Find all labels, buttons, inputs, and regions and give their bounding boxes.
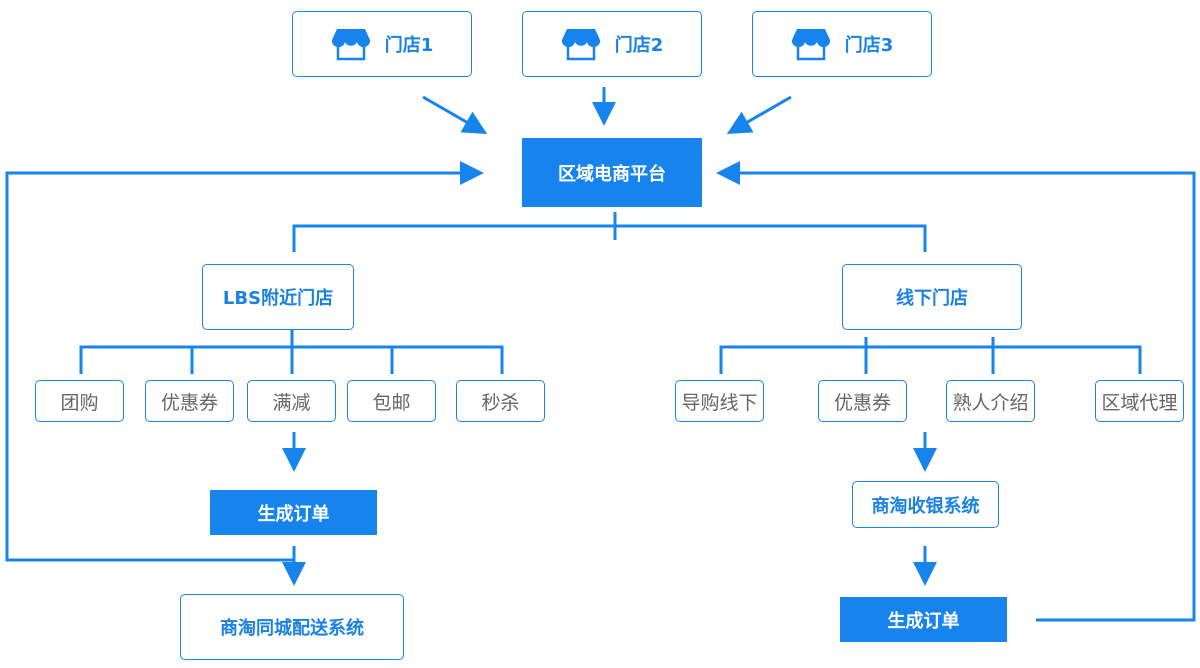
store-node-1[interactable]: 门店1: [292, 11, 472, 77]
left-child-node[interactable]: 团购: [35, 380, 124, 422]
store-label: 门店1: [384, 35, 434, 56]
left-child-node[interactable]: 满减: [247, 380, 336, 422]
store-icon: [331, 29, 370, 61]
arrow-store1-platform: [422, 95, 488, 134]
left-child-node[interactable]: 秒杀: [456, 380, 545, 422]
left-child-node[interactable]: 优惠券: [145, 380, 234, 422]
platform-node[interactable]: 区域电商平台: [522, 138, 702, 207]
store-node-3[interactable]: 门店3: [752, 11, 932, 77]
offline-stores-node[interactable]: 线下门店: [842, 264, 1022, 330]
cashier-system-node[interactable]: 商淘收银系统: [852, 481, 999, 528]
lbs-stores-node[interactable]: LBS附近门店: [202, 264, 354, 330]
delivery-system-node[interactable]: 商淘同城配送系统: [180, 594, 404, 660]
store-icon: [791, 29, 830, 61]
right-child-node[interactable]: 熟人介绍: [946, 380, 1035, 422]
left-order-node[interactable]: 生成订单: [210, 490, 377, 535]
left-return-loop: [5, 161, 484, 562]
right-return-loop: [716, 161, 1196, 622]
right-child-node[interactable]: 导购线下: [675, 380, 764, 422]
right-child-node[interactable]: 优惠券: [818, 380, 907, 422]
right-child-node[interactable]: 区域代理: [1095, 380, 1184, 422]
arrow-store3-platform: [726, 95, 792, 134]
store-node-2[interactable]: 门店2: [522, 11, 702, 77]
left-child-node[interactable]: 包邮: [347, 380, 436, 422]
store-label: 门店3: [844, 35, 894, 56]
right-order-node[interactable]: 生成订单: [840, 597, 1007, 642]
store-label: 门店2: [614, 35, 664, 56]
store-icon: [561, 29, 600, 61]
